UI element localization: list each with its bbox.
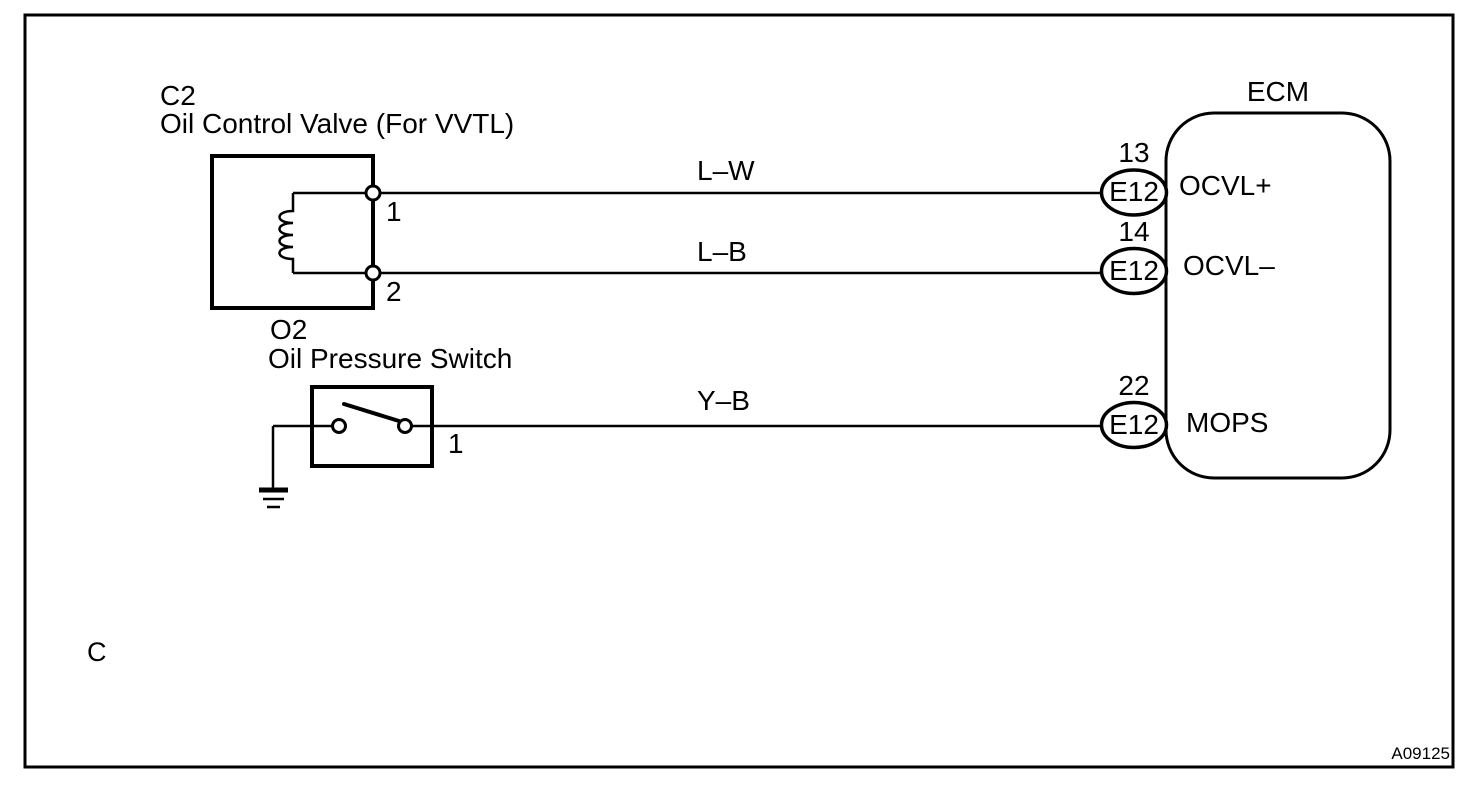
wire-lb-label: L–B xyxy=(697,236,747,267)
wire-lw-label: L–W xyxy=(697,155,755,186)
ecm-pin22-number: 22 xyxy=(1118,370,1150,401)
ops-pin1-label: 1 xyxy=(448,428,464,459)
ecm-pin13-number: 13 xyxy=(1118,137,1150,168)
wire-yb-label: Y–B xyxy=(697,385,750,416)
wires xyxy=(380,191,1101,428)
ocv-pin2-terminal xyxy=(364,264,382,282)
e12-pin22-text: E12 xyxy=(1109,409,1159,440)
ecm-body xyxy=(1164,111,1392,480)
ops-name: Oil Pressure Switch xyxy=(268,343,513,374)
coil-icon xyxy=(278,193,295,273)
ecm-connector-ovals xyxy=(1099,168,1169,450)
e12-pin22-oval xyxy=(1099,400,1169,450)
e12-pin13-oval xyxy=(1099,168,1169,217)
ecm-terminal-ocvl-minus: OCVL– xyxy=(1183,250,1275,281)
e12-pin14-oval xyxy=(1099,246,1169,296)
ground-icon xyxy=(259,487,288,509)
switch-lever xyxy=(342,402,401,423)
ops-connector-id: O2 xyxy=(270,314,308,345)
e12-pin14-text: E12 xyxy=(1109,255,1159,286)
ecm-terminal-ocvl-plus: OCVL+ xyxy=(1179,170,1272,201)
ocv-pin2-label: 2 xyxy=(386,276,402,307)
ocv-connector-id: C2 xyxy=(160,80,196,111)
ecm-pin14-number: 14 xyxy=(1118,216,1150,247)
diagram-border xyxy=(23,13,1455,769)
ecm-terminal-mops: MOPS xyxy=(1186,407,1269,438)
e12-pin13-text: E12 xyxy=(1109,176,1159,207)
ops-symbol xyxy=(259,385,434,509)
ocv-symbol xyxy=(210,154,382,310)
figure-id: A09125 xyxy=(1391,744,1450,763)
ocv-pin1-terminal xyxy=(364,184,382,202)
ocv-name: Oil Control Valve (For VVTL) xyxy=(160,108,515,139)
ocv-pin1-label: 1 xyxy=(386,196,402,227)
section-label: C xyxy=(87,637,107,667)
ecm-title: ECM xyxy=(1246,76,1310,107)
